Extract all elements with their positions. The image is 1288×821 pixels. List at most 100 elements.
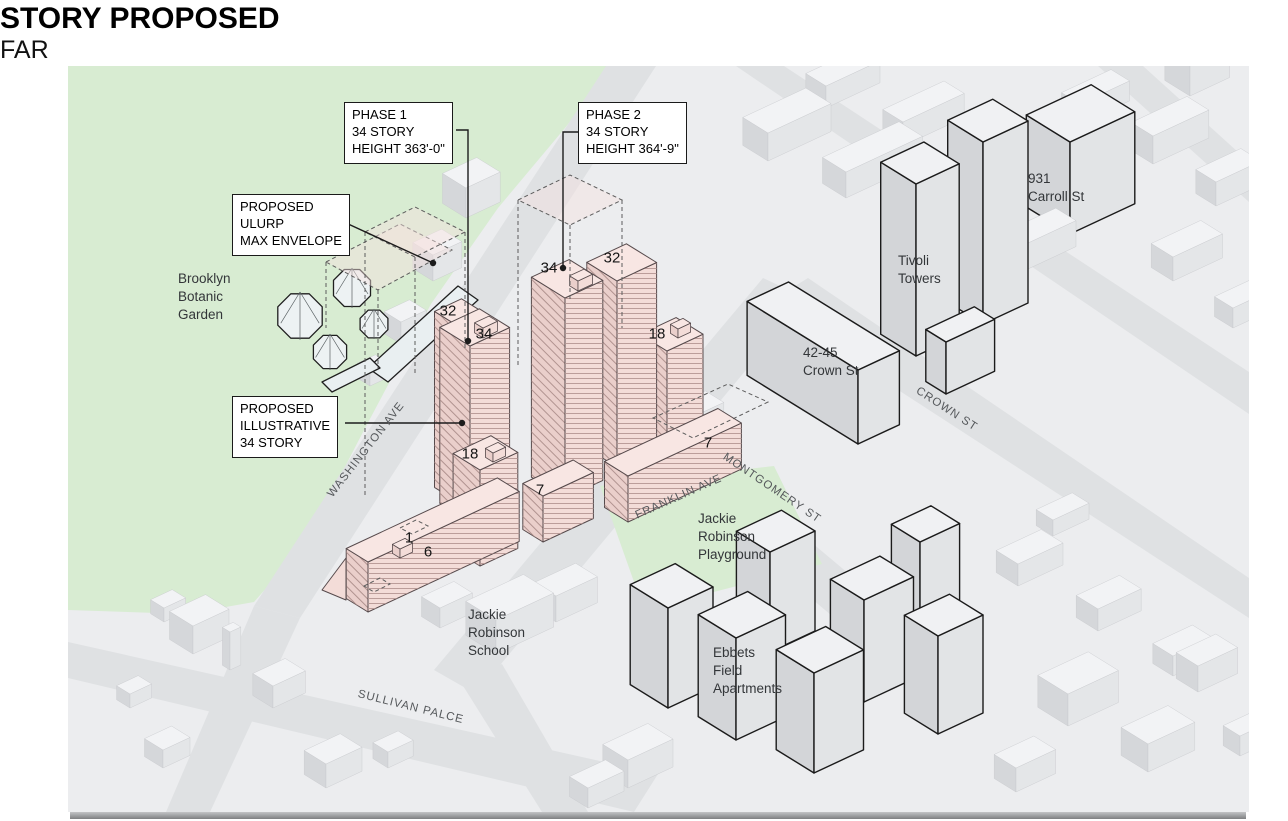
callout-line: PROPOSED [240,199,314,214]
label-line: Playground [698,546,767,562]
envelope-nw-edges [325,262,379,368]
ebbets-wing [735,509,816,553]
storeys-east-podium: 7 [703,434,713,452]
phase2-leader-line [562,131,578,268]
proposed-rooftop [391,537,414,550]
callout-line: 34 STORY [352,123,415,139]
callout-line: MAX ENVELOPE [240,232,342,248]
city-block [1150,220,1223,258]
callout-leaders [345,129,578,427]
tivoli-tower-east [982,120,1029,325]
proposed-rooftop [670,317,691,330]
viewport-bottom-edge [70,812,1246,819]
city-block [1222,713,1249,737]
city-block [442,157,501,189]
label-line: 931 [1028,171,1051,186]
callout-line: ILLUSTRATIVE [240,417,331,433]
city-block [169,594,230,627]
callout-phase2: PHASE 2 34 STORY HEIGHT 364'-9" [578,102,687,164]
east-podium-envelope [651,383,770,439]
city-block [1232,300,1249,329]
ebbets-wing [829,555,915,601]
ebbets-wing [629,562,714,609]
city-block [1037,651,1119,695]
city-block [602,723,674,761]
label-ebbets-field: Ebbets Field Apartments [713,644,782,697]
callout-line: PHASE 1 [352,107,407,122]
city-block [372,730,414,753]
dome-facet-lines [361,308,387,339]
city-block [384,299,427,323]
callout-line: HEIGHT 363'-0" [352,140,445,156]
axonometric-scene [68,66,1249,812]
city-block [1239,731,1249,757]
city-block [1214,280,1249,309]
city-blocks-layer [116,66,1249,809]
label-line: Robinson [468,624,526,640]
ulurp-leader-dot [429,259,437,267]
proposed-buildings-layer [321,243,742,613]
callout-line: PROPOSED [240,401,314,416]
proposed-site-sliver [321,557,347,601]
proposed-building-hatch [565,280,603,498]
tivoli-tower-east [947,98,1029,143]
proposed-building-hatch [346,548,368,612]
phase2-envelope-edges [517,200,623,368]
city-block [412,228,462,256]
dome-facet-lines [315,333,345,370]
label-line: Apartments [713,680,783,696]
label-line: Jackie [468,607,507,622]
city-block [1036,492,1090,521]
city-block [144,725,191,751]
callout-line: PHASE 2 [586,107,641,122]
proposed-rooftop [569,268,593,282]
city-block [1189,66,1230,97]
city-block [222,627,231,671]
city-block [116,675,152,695]
storeys-phase1-upper: 32 [439,302,457,320]
base-envelope-bits [362,519,430,593]
proposed-building-hatch [522,483,543,542]
carroll-931-building [1025,84,1136,143]
label-line: Robinson [698,528,756,544]
phase1-envelope-edges [364,232,466,498]
label-line: Crown St [803,362,859,378]
callout-phase1: PHASE 1 34 STORY HEIGHT 363'-0" [344,102,453,164]
ulurp-envelope-front [325,200,770,593]
callout-illustrative: PROPOSED ILLUSTRATIVE 34 STORY [232,396,339,458]
city-block [1120,705,1196,745]
label-931-carroll: 931 Carroll St [1028,170,1084,206]
label-line: Towers [898,270,941,286]
storeys-east-midrise: 18 [648,325,666,343]
city-block [252,658,306,687]
phase1-leader-line [456,129,469,341]
tivoli-base [925,306,996,343]
envelope-roof-nw [324,223,454,291]
storeys-phase2-tower: 34 [540,259,558,277]
ebbets-wing [903,593,984,637]
tivoli-tower-west [880,141,960,185]
illustrative-leader-dot [458,419,466,427]
proposed-building [522,459,594,497]
storeys-phase2-upper: 32 [603,249,621,267]
ebbets-wing [775,625,865,674]
city-block [882,80,965,123]
city-block [229,626,242,671]
city-block [805,66,870,87]
label-line: Jackie [698,511,737,526]
proposed-rooftop [484,441,507,454]
proposed-building-hatch [604,461,628,522]
proposed-building-hatch [543,472,594,542]
label-jackie-robinson-school: Jackie Robinson School [468,606,525,659]
label-42-45-crown: 42-45 Crown St [803,344,859,380]
phase1-leader-dot [464,337,472,345]
city-block [1130,96,1210,137]
storeys-west-midrise: 18 [461,445,479,463]
label-jackie-robinson-playground: Jackie Robinson Playground [698,510,766,563]
city-block [1152,624,1213,657]
ulurp-leader-line [345,222,434,264]
proposed-building-hatch [628,423,742,522]
phase2-leader-dot [559,264,567,272]
phase1-envelope-roof [363,206,467,258]
